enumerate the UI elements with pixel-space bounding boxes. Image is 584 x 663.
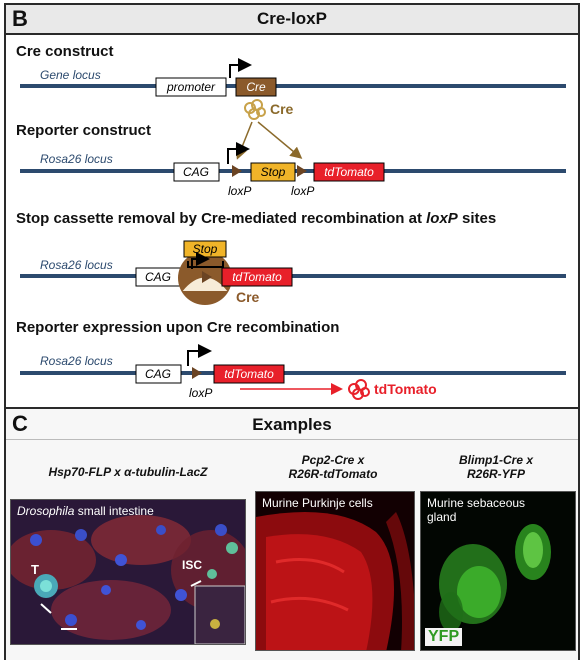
loxp-triangle-2 xyxy=(297,165,307,177)
loxp-triangle-4 xyxy=(192,367,202,379)
stop-label-2: Stop xyxy=(193,242,218,256)
cag-label-1: CAG xyxy=(183,165,209,179)
reporter-tss-arrow xyxy=(227,142,250,164)
tdtomato-box-1 xyxy=(313,162,385,182)
figure-frame: B Cre-loxP Cre construct Reporter constr… xyxy=(4,3,580,660)
cre-protein-icon xyxy=(244,99,266,120)
loxp-label-2: loxP xyxy=(291,184,314,198)
marker-isc-label: ISC xyxy=(182,558,203,572)
loxp-triangle-3 xyxy=(202,271,212,283)
panel-c-title: Examples xyxy=(252,415,332,434)
loxp-label-3: loxP xyxy=(189,386,212,400)
cre-construct-heading: Cre construct xyxy=(16,43,114,60)
col3-heading: Blimp1-Cre x R26R-YFP xyxy=(458,453,534,481)
panel-c: C Examples Hsp70-FLP x α-tubulin-LacZ Pc… xyxy=(6,407,578,660)
panel-b: B Cre-loxP Cre construct Reporter constr… xyxy=(6,5,578,407)
cre-to-loxp1-arrow xyxy=(235,121,253,160)
yfp-badge: YFP xyxy=(425,628,463,646)
purkinje-cells-image: Murine Purkinje cells xyxy=(255,491,415,651)
tdtomato-box-2 xyxy=(221,267,293,287)
drosophila-intestine-image: Drosophila small intestine T ISC xyxy=(10,499,246,645)
marker-t-label: T xyxy=(31,562,39,577)
stop-label-1: Stop xyxy=(261,165,286,179)
panel-c-header: C Examples xyxy=(6,409,578,440)
rosa26-label-2: Rosa26 locus xyxy=(40,258,113,272)
panel-b-header: B Cre-loxP xyxy=(6,5,578,35)
construct-diagram: Gene locus promoter Cre Cre Rosa26 locus… xyxy=(20,58,566,400)
promoter-label: promoter xyxy=(166,80,216,94)
gene-locus-label: Gene locus xyxy=(40,68,101,82)
expression-tss-arrow xyxy=(187,344,212,366)
tdtomato-product-label: tdTomato xyxy=(374,381,437,397)
rosa26-label-1: Rosa26 locus xyxy=(40,152,113,166)
cag-label-3: CAG xyxy=(145,367,171,381)
panel-b-title: Cre-loxP xyxy=(257,9,327,28)
stop-loop xyxy=(187,261,224,268)
purkinje-image-label: Murine Purkinje cells xyxy=(262,496,373,510)
tdtomato-label-1: tdTomato xyxy=(324,165,374,179)
reporter-construct-heading: Reporter construct xyxy=(16,122,152,139)
cag-box-3 xyxy=(135,364,182,384)
removal-heading: Stop cassette removal by Cre-mediated re… xyxy=(16,210,497,227)
tdtomato-label-3: tdTomato xyxy=(224,367,274,381)
cag-label-2: CAG xyxy=(145,270,171,284)
cre-recombinase-label: Cre xyxy=(236,289,260,305)
rosa26-label-3: Rosa26 locus xyxy=(40,354,113,368)
cre-to-loxp2-arrow xyxy=(257,121,303,159)
col1-heading: Hsp70-FLP x α-tubulin-LacZ xyxy=(48,465,208,479)
tdtomato-label-2: tdTomato xyxy=(232,270,282,284)
panel-b-letter: B xyxy=(12,6,28,31)
cre-gene-box xyxy=(235,77,277,97)
loxp-triangle-1 xyxy=(232,165,242,177)
cre-tss-arrow xyxy=(229,58,252,78)
stop-box-1 xyxy=(250,162,296,182)
col2-heading: Pcp2-Cre x R26R-tdTomato xyxy=(288,453,378,481)
removal-tss-arrow xyxy=(191,252,210,269)
tdtomato-protein-icon xyxy=(348,379,370,400)
loxp-label-1: loxP xyxy=(228,184,251,198)
drosophila-image-label: Drosophila small intestine xyxy=(17,504,154,518)
promoter-box xyxy=(155,77,227,97)
expression-heading: Reporter expression upon Cre recombinati… xyxy=(16,319,340,336)
cag-box-1 xyxy=(173,162,220,182)
cre-gene-label: Cre xyxy=(246,80,266,94)
cre-protein-label: Cre xyxy=(270,101,294,117)
tdtomato-box-3 xyxy=(213,364,285,384)
panel-c-letter: C xyxy=(12,411,28,436)
